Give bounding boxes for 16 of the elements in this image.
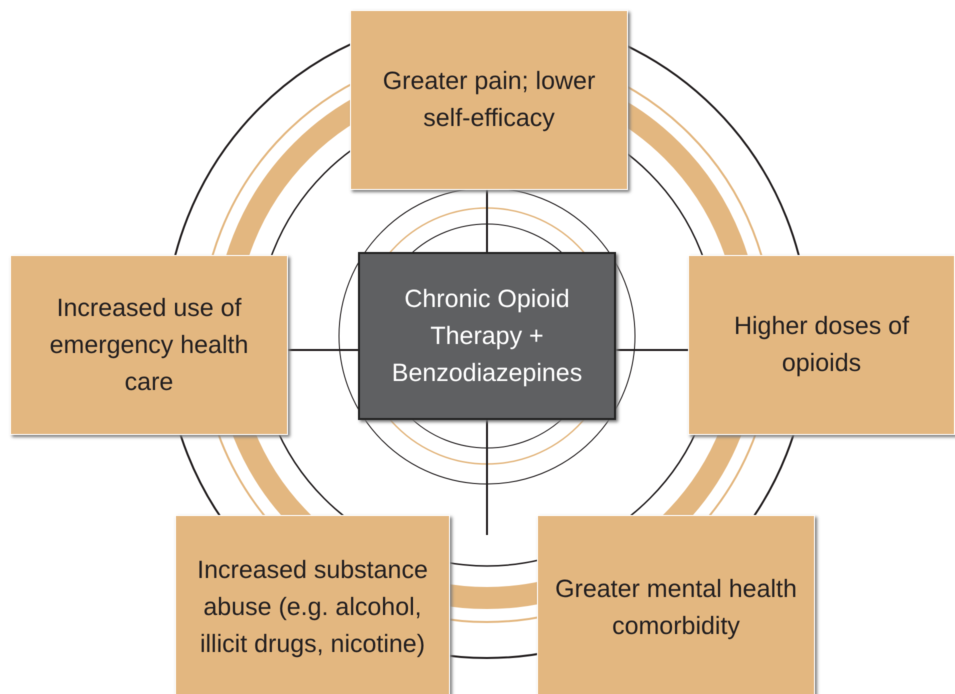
connector-line: [616, 349, 688, 351]
connector-line: [486, 420, 488, 535]
box-text: Increased use of emergency health care: [48, 292, 250, 398]
factor-box: [175, 515, 450, 694]
factor-box: [10, 255, 288, 435]
box-text: Increased substance abuse (e.g. alcohol, illicit drugs, nicotine): [196, 555, 429, 660]
box-text: Chronic Opioid Therapy + Benzodiazepines: [390, 284, 584, 388]
factor-box: [688, 255, 955, 435]
connector-line: [288, 349, 358, 351]
box-text: Greater pain; lower self-efficacy: [382, 66, 596, 134]
factor-box: [537, 515, 815, 694]
connector-line: [486, 190, 488, 252]
box-text: Higher doses of opioids: [732, 311, 910, 379]
box-text: Greater mental health comorbidity: [554, 574, 798, 642]
factor-box: [350, 10, 628, 190]
central-box: [358, 252, 616, 420]
